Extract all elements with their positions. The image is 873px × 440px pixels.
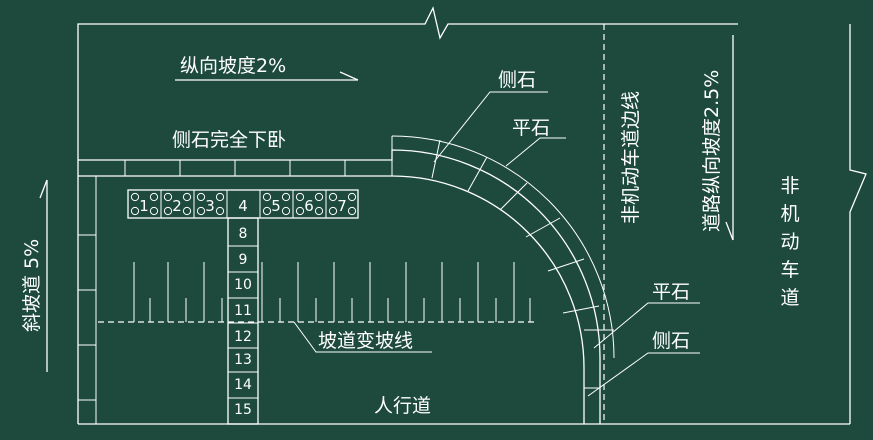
ramp-slope-label: 斜坡道 5% [21, 239, 43, 332]
sidewalk-label: 人行道 [374, 395, 431, 417]
tactile-dot [215, 206, 225, 216]
bike-lane-label: 非机动车道 [780, 175, 799, 309]
tactile-dot [163, 206, 173, 216]
tile-number: 4 [238, 197, 248, 215]
tactile-dot [281, 192, 291, 202]
tactile-dot [196, 192, 206, 202]
bike-lane-edge-label: 非机动车道边线 [620, 91, 642, 224]
strip-number: 11 [234, 303, 252, 319]
tactile-dot [314, 192, 324, 202]
flat-stone-label-top: 平石 [512, 117, 550, 139]
ramp-slope-arrow [39, 179, 48, 372]
road-slope-label: 道路纵向坡度2.5% [701, 70, 723, 232]
strip-number: 12 [234, 329, 252, 345]
tactile-dot [182, 206, 192, 216]
tile-number: 5 [271, 197, 281, 215]
tactile-dot [130, 206, 140, 216]
strip-number: 15 [234, 402, 252, 418]
tactile-dot [262, 206, 272, 216]
curb-arc-outer [391, 135, 615, 359]
flat-stone-label-right: 平石 [652, 281, 690, 303]
road-slope-arrow [725, 35, 734, 241]
tactile-dot [149, 206, 159, 216]
tactile-dot [281, 206, 291, 216]
tactile-dot [295, 192, 305, 202]
strip-number: 10 [234, 277, 252, 293]
tile-number: 7 [337, 197, 347, 215]
tactile-dot [149, 192, 159, 202]
tactile-dot [130, 192, 140, 202]
tactile-dot [347, 192, 357, 202]
tile-number: 2 [172, 197, 182, 215]
curb-label-top: 侧石 [498, 69, 536, 91]
tactile-dot [196, 206, 206, 216]
tactile-dot [347, 206, 357, 216]
strip-number: 13 [234, 352, 252, 368]
leader-flat-top [505, 137, 566, 167]
leader-curb-top [433, 91, 548, 163]
slope-arrow [175, 71, 359, 81]
curb-inner-edge [78, 175, 585, 424]
outer-boundary [77, 6, 738, 424]
tactile-dot [314, 206, 324, 216]
slope-hatch-lines [133, 262, 531, 322]
tile-number: 6 [304, 197, 314, 215]
tactile-dot [328, 206, 338, 216]
longitudinal-slope-label: 纵向坡度2% [180, 55, 286, 77]
guiding-strip [227, 217, 259, 425]
slope-change-label: 坡道变坡线 [318, 330, 413, 352]
tactile-dot [262, 192, 272, 202]
leader-flat-right [593, 302, 700, 349]
tactile-dot [182, 192, 192, 202]
tile-number: 3 [205, 197, 215, 215]
curb-label-right: 侧石 [652, 330, 690, 352]
strip-number: 8 [239, 226, 248, 242]
strip-number: 14 [234, 377, 252, 393]
right-boundary [849, 24, 867, 424]
tactile-dot [295, 206, 305, 216]
curb-band [78, 149, 601, 424]
leader-slope-change [293, 321, 432, 353]
tile-number: 1 [139, 197, 149, 215]
strip-number: 9 [239, 252, 248, 268]
tactile-dot [163, 192, 173, 202]
curb-band-joints [78, 136, 614, 401]
tactile-dot [215, 192, 225, 202]
leader-curb-right [587, 352, 700, 397]
curb-lowered-label: 侧石完全下卧 [172, 129, 286, 151]
tactile-dot [328, 192, 338, 202]
